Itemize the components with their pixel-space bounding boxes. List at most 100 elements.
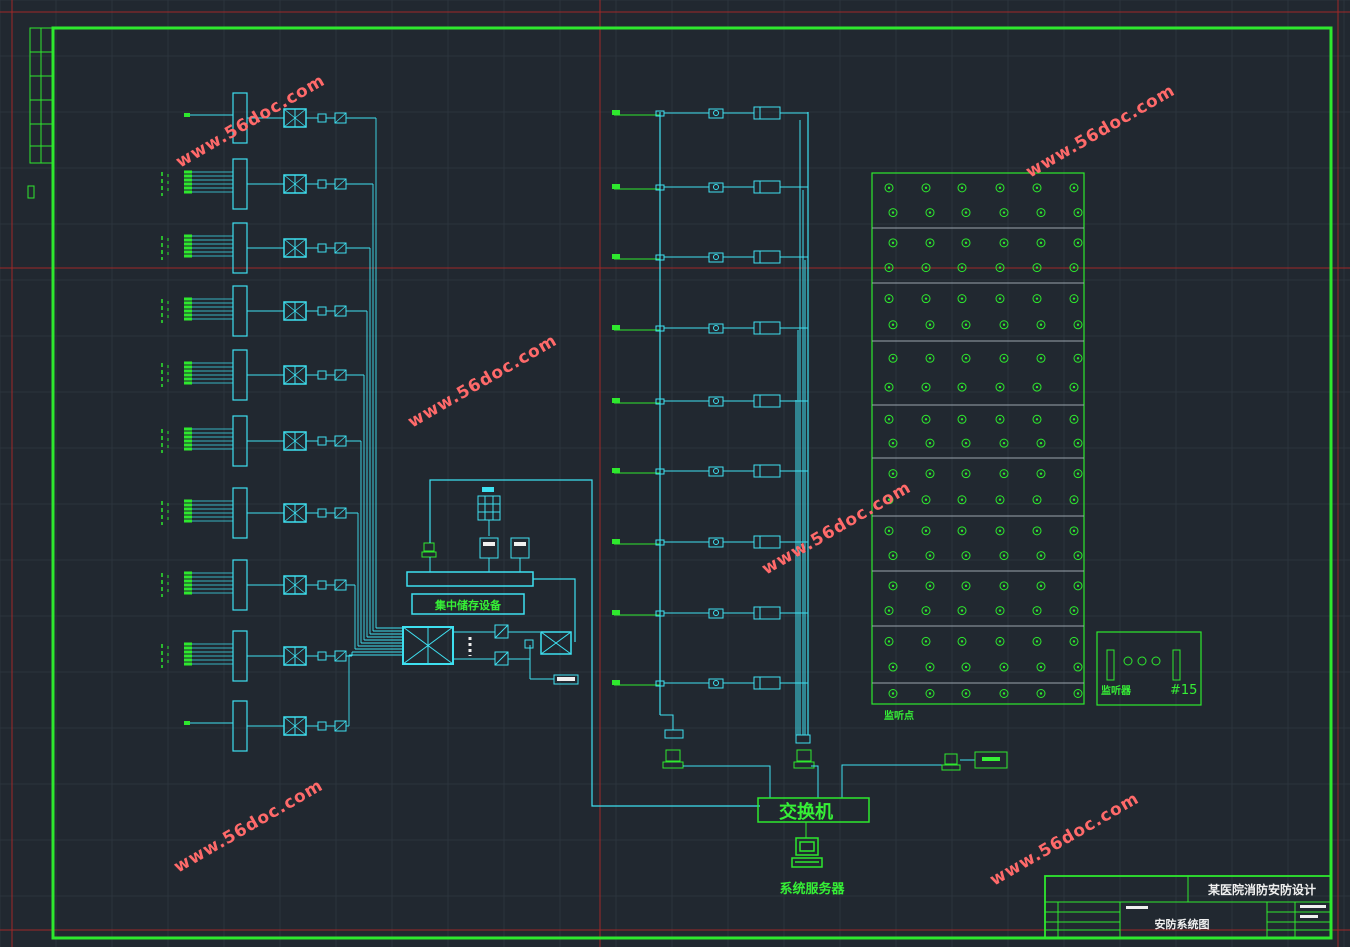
monitor-point — [1069, 263, 1079, 273]
monitor-point-dot — [891, 554, 895, 557]
encoder — [317, 113, 327, 123]
monitor-point — [1036, 689, 1046, 698]
monitor-point — [1073, 662, 1083, 672]
monitor-point-dot — [928, 211, 932, 214]
monitor-point — [888, 438, 898, 448]
monitor-point — [1036, 662, 1046, 672]
monitor-point-dot — [887, 266, 891, 269]
monitor-point-dot — [924, 297, 928, 300]
floor-icon — [612, 468, 620, 473]
encoder — [317, 370, 327, 380]
monitor-point-dot — [1035, 266, 1039, 269]
monitor-point — [1069, 414, 1079, 424]
camera-icon — [184, 658, 192, 662]
monitor-point-dot — [891, 441, 895, 445]
alarm-dot — [713, 398, 719, 404]
encoder — [317, 179, 327, 189]
floor-icon — [612, 110, 620, 115]
monitor-point — [1036, 438, 1046, 448]
monitor-point — [957, 382, 967, 392]
monitor-point — [957, 294, 967, 304]
floor-icon — [612, 325, 620, 330]
monitor-point — [921, 636, 931, 646]
camera-icon — [184, 654, 192, 658]
monitor-point — [925, 689, 935, 698]
monitor-point-dot — [1035, 297, 1039, 300]
monitor-point — [884, 414, 894, 424]
distribution-box — [232, 559, 248, 611]
monitor-point — [957, 636, 967, 646]
floor-row — [612, 180, 808, 194]
decoder-cross — [283, 238, 307, 258]
monitor-point — [884, 526, 894, 536]
monitor-point-dot — [960, 186, 964, 190]
monitor-point — [925, 320, 935, 330]
camera-icon — [184, 250, 192, 254]
monitor-point — [1073, 469, 1083, 479]
monitor-point — [921, 414, 931, 424]
monitor-point-dot — [891, 357, 895, 360]
distribution-box — [232, 158, 248, 210]
monitor-point-dot — [1072, 186, 1076, 190]
monitor-point-dot — [887, 297, 891, 300]
controller — [753, 180, 781, 194]
camera-icon — [184, 583, 192, 587]
monitor-point-dot — [887, 529, 891, 533]
monitor-point-dot — [1035, 640, 1039, 643]
camera-icon — [184, 305, 192, 309]
distribution-box — [232, 415, 248, 467]
monitor-point — [957, 526, 967, 536]
monitor-point — [999, 208, 1009, 218]
camera-icon — [184, 650, 192, 654]
storage-system: 集中储存设备 — [402, 479, 760, 807]
monitor-point — [925, 238, 935, 248]
alarm-dot — [713, 610, 719, 616]
monitor-point — [995, 263, 1005, 273]
monitor-point — [921, 495, 931, 505]
monitor-point-dot — [1039, 441, 1043, 445]
monitor-point — [921, 263, 931, 273]
camera-icon — [184, 186, 192, 190]
camera-row — [161, 285, 403, 638]
monitor-point-dot — [1039, 241, 1043, 245]
camera-icon — [184, 439, 192, 443]
watermark-text: www.56doc.com — [405, 331, 561, 433]
decoder-cross — [283, 174, 307, 194]
floor-icon — [612, 610, 620, 615]
monitor-point-dot — [891, 692, 895, 695]
monitor-point-dot — [1035, 418, 1039, 421]
monitor-point — [1073, 581, 1083, 591]
monitor-point-dot — [1039, 357, 1043, 360]
floor-icon — [612, 398, 620, 403]
camera-icon — [184, 242, 192, 246]
monitor-point — [961, 689, 971, 698]
camera-row — [161, 415, 403, 644]
monitor-point-dot — [1039, 584, 1043, 588]
decoder-cross — [283, 431, 307, 451]
monitor-point — [995, 526, 1005, 536]
monitor-point — [995, 636, 1005, 646]
camera-icon — [184, 571, 192, 575]
monitor-point-dot — [1072, 266, 1076, 269]
distribution-box — [232, 700, 248, 752]
monitor-point — [961, 238, 971, 248]
monitor-point — [1073, 238, 1083, 248]
monitor-point-dot — [964, 554, 968, 557]
converter-slash — [334, 579, 347, 591]
monitor-point-dot — [1039, 323, 1043, 326]
monitor-point-label: 监听点 — [884, 709, 914, 722]
alarm-dot — [713, 539, 719, 545]
monitor-point-dot — [928, 441, 932, 445]
converter-slash — [334, 435, 347, 447]
distribution-box — [232, 285, 248, 337]
monitor-point — [999, 320, 1009, 330]
monitor-point-dot — [1072, 609, 1076, 612]
monitor-point-dot — [1072, 385, 1076, 389]
monitor-point-dot — [891, 472, 895, 475]
monitor-point-dot — [998, 529, 1002, 533]
decoder-cross — [283, 503, 307, 523]
camera-icon — [184, 234, 192, 238]
camera-icon — [184, 662, 192, 666]
monitor-point — [999, 353, 1009, 363]
monitor-point-dot — [928, 472, 932, 475]
